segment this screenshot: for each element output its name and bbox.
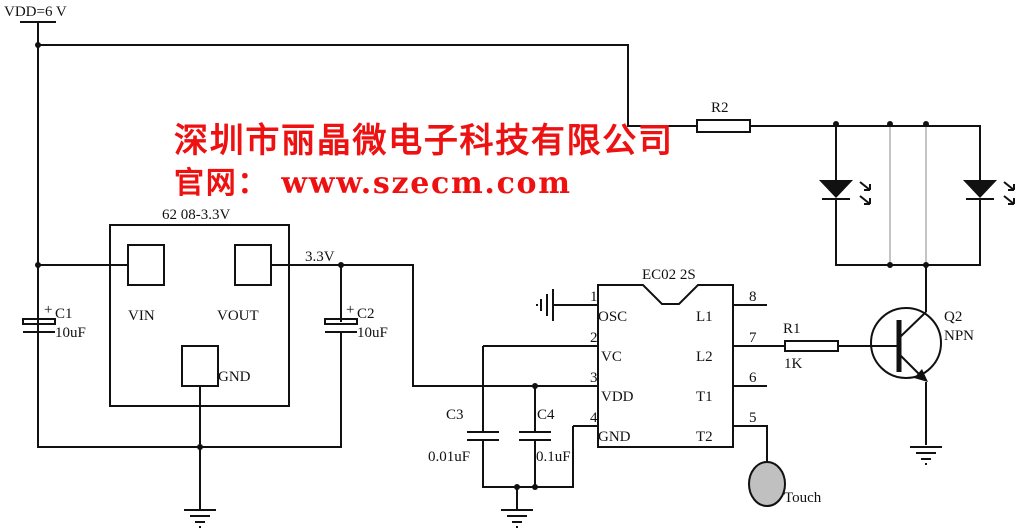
capacitor-c2: + C2 10uF	[324, 302, 388, 341]
svg-text:C4: C4	[537, 407, 555, 423]
svg-text:10uF: 10uF	[357, 325, 388, 341]
vin-pad	[127, 244, 165, 286]
svg-text:8: 8	[749, 289, 757, 305]
led-left	[819, 180, 871, 205]
svg-text:NPN: NPN	[944, 328, 974, 344]
regulator-name: 62 08-3.3V	[162, 207, 230, 223]
svg-text:C1: C1	[55, 306, 73, 322]
led-right	[963, 180, 1015, 205]
vin-label: VIN	[128, 308, 155, 324]
svg-text:C3: C3	[446, 407, 464, 423]
ground-icon	[909, 446, 943, 465]
ground-icon	[500, 509, 534, 528]
svg-text:R1: R1	[783, 321, 801, 337]
svg-text:4: 4	[590, 410, 598, 426]
regulator-6208: 62 08-3.3V VIN VOUT GND 3.3V	[109, 207, 335, 407]
capacitor-c4: C4 0.1uF	[519, 407, 571, 465]
ground-icon-osc	[536, 289, 554, 321]
svg-text:1K: 1K	[784, 356, 803, 372]
gnd-label: GND	[218, 369, 251, 385]
svg-text:T2: T2	[696, 429, 713, 445]
svg-text:5: 5	[749, 410, 757, 426]
svg-text:3: 3	[590, 370, 598, 386]
svg-text:R2: R2	[711, 100, 729, 116]
svg-text:GND: GND	[598, 429, 631, 445]
ic-name: EC02 2S	[642, 267, 696, 283]
svg-text:Touch: Touch	[784, 490, 822, 506]
capacitor-c1: + C1 10uF	[22, 302, 86, 341]
svg-text:1: 1	[590, 289, 598, 305]
junction-dots	[35, 42, 929, 490]
svg-text:0.1uF: 0.1uF	[536, 449, 571, 465]
gnd-pad	[181, 345, 219, 387]
svg-text:T1: T1	[696, 389, 713, 405]
svg-text:2: 2	[590, 330, 598, 346]
svg-text:VC: VC	[601, 349, 622, 365]
company-watermark: 深圳市丽晶微电子科技有限公司	[174, 121, 672, 161]
resistor-r2: R2	[696, 100, 751, 133]
svg-text:0.01uF: 0.01uF	[428, 449, 470, 465]
svg-text:C2: C2	[357, 306, 375, 322]
touch-pad: Touch	[748, 461, 822, 507]
net-3v3-label: 3.3V	[305, 249, 335, 265]
svg-text:10uF: 10uF	[55, 325, 86, 341]
svg-text:OSC: OSC	[598, 309, 627, 325]
svg-text:VDD: VDD	[601, 389, 634, 405]
svg-text:+: +	[346, 302, 354, 318]
svg-text:Q2: Q2	[944, 309, 962, 325]
svg-text:L2: L2	[696, 349, 713, 365]
ground-icon	[183, 509, 217, 528]
svg-text:L1: L1	[696, 309, 713, 325]
vout-pad	[234, 244, 272, 286]
svg-text:+: +	[44, 302, 52, 318]
vout-label: VOUT	[217, 308, 259, 324]
svg-text:7: 7	[749, 330, 757, 346]
vdd-label: VDD=6 V	[4, 4, 67, 20]
website-watermark: 官网： www.szecm.com	[174, 166, 570, 201]
svg-text:6: 6	[749, 370, 757, 386]
resistor-r1: R1 1K	[783, 321, 839, 372]
capacitor-c3: C3 0.01uF	[428, 407, 499, 465]
